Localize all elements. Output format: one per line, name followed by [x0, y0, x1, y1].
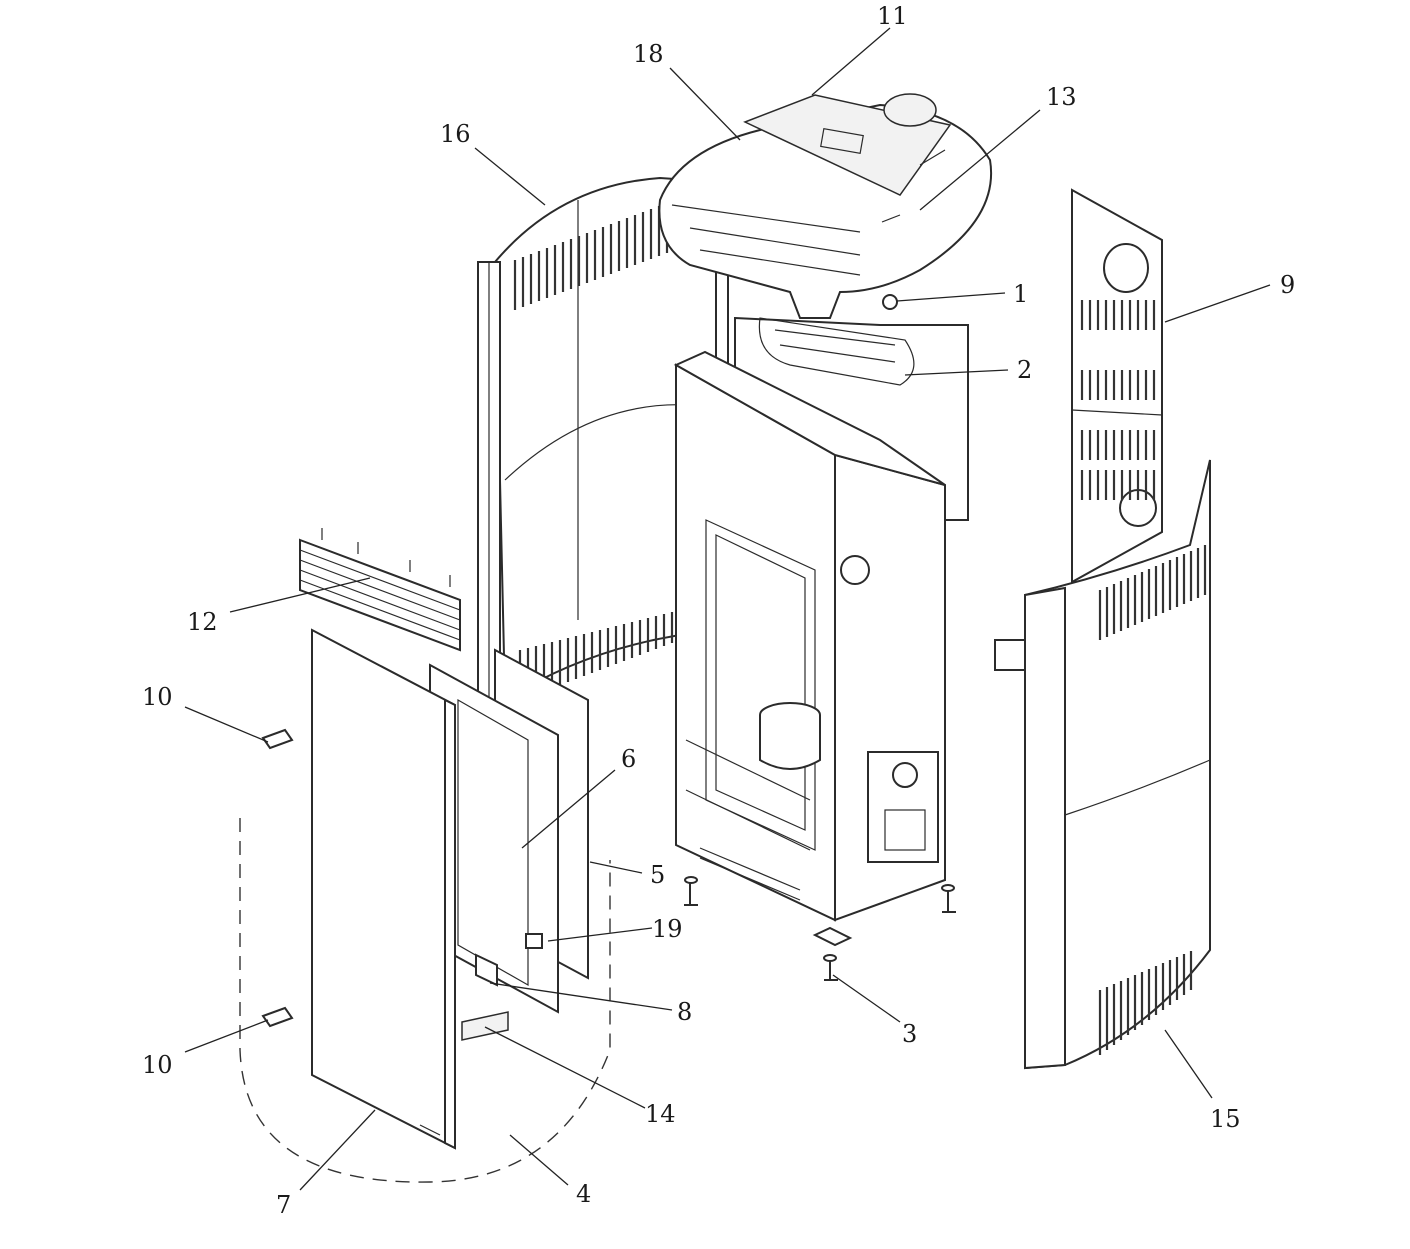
convector-grille: [299, 528, 461, 652]
callout-3: 3: [902, 1020, 917, 1048]
callout-1: 1: [1013, 280, 1028, 308]
callout-18: 18: [633, 40, 664, 68]
callout-8: 8: [677, 998, 692, 1026]
callout-11: 11: [877, 2, 908, 30]
callout-6: 6: [621, 745, 636, 773]
callout-2: 2: [1017, 356, 1032, 384]
door-assembly: [239, 628, 611, 1183]
callout-4: 4: [576, 1180, 591, 1208]
adjustable-feet: [684, 876, 956, 981]
right-curved-panel: [994, 459, 1211, 1070]
callout-15: 15: [1210, 1105, 1241, 1133]
leader-lines: [184, 27, 1271, 1191]
callout-7: 7: [276, 1191, 291, 1219]
main-body: [673, 350, 946, 947]
back-panel: [1071, 188, 1163, 584]
callout-labels: 11 18 13 16 1 9 2 12 10 6 5 19 8 3 10 14…: [142, 2, 1295, 1219]
door-clips: [261, 728, 294, 1028]
callout-19: 19: [652, 915, 683, 943]
callout-5: 5: [650, 861, 665, 889]
callout-10-bottom: 10: [142, 1051, 173, 1079]
top-cover: [658, 93, 993, 319]
callout-16: 16: [440, 120, 471, 148]
callout-13: 13: [1046, 83, 1077, 111]
callout-12: 12: [187, 608, 218, 636]
callout-14: 14: [645, 1100, 676, 1128]
callout-9: 9: [1280, 271, 1295, 299]
callout-10-top: 10: [142, 683, 173, 711]
